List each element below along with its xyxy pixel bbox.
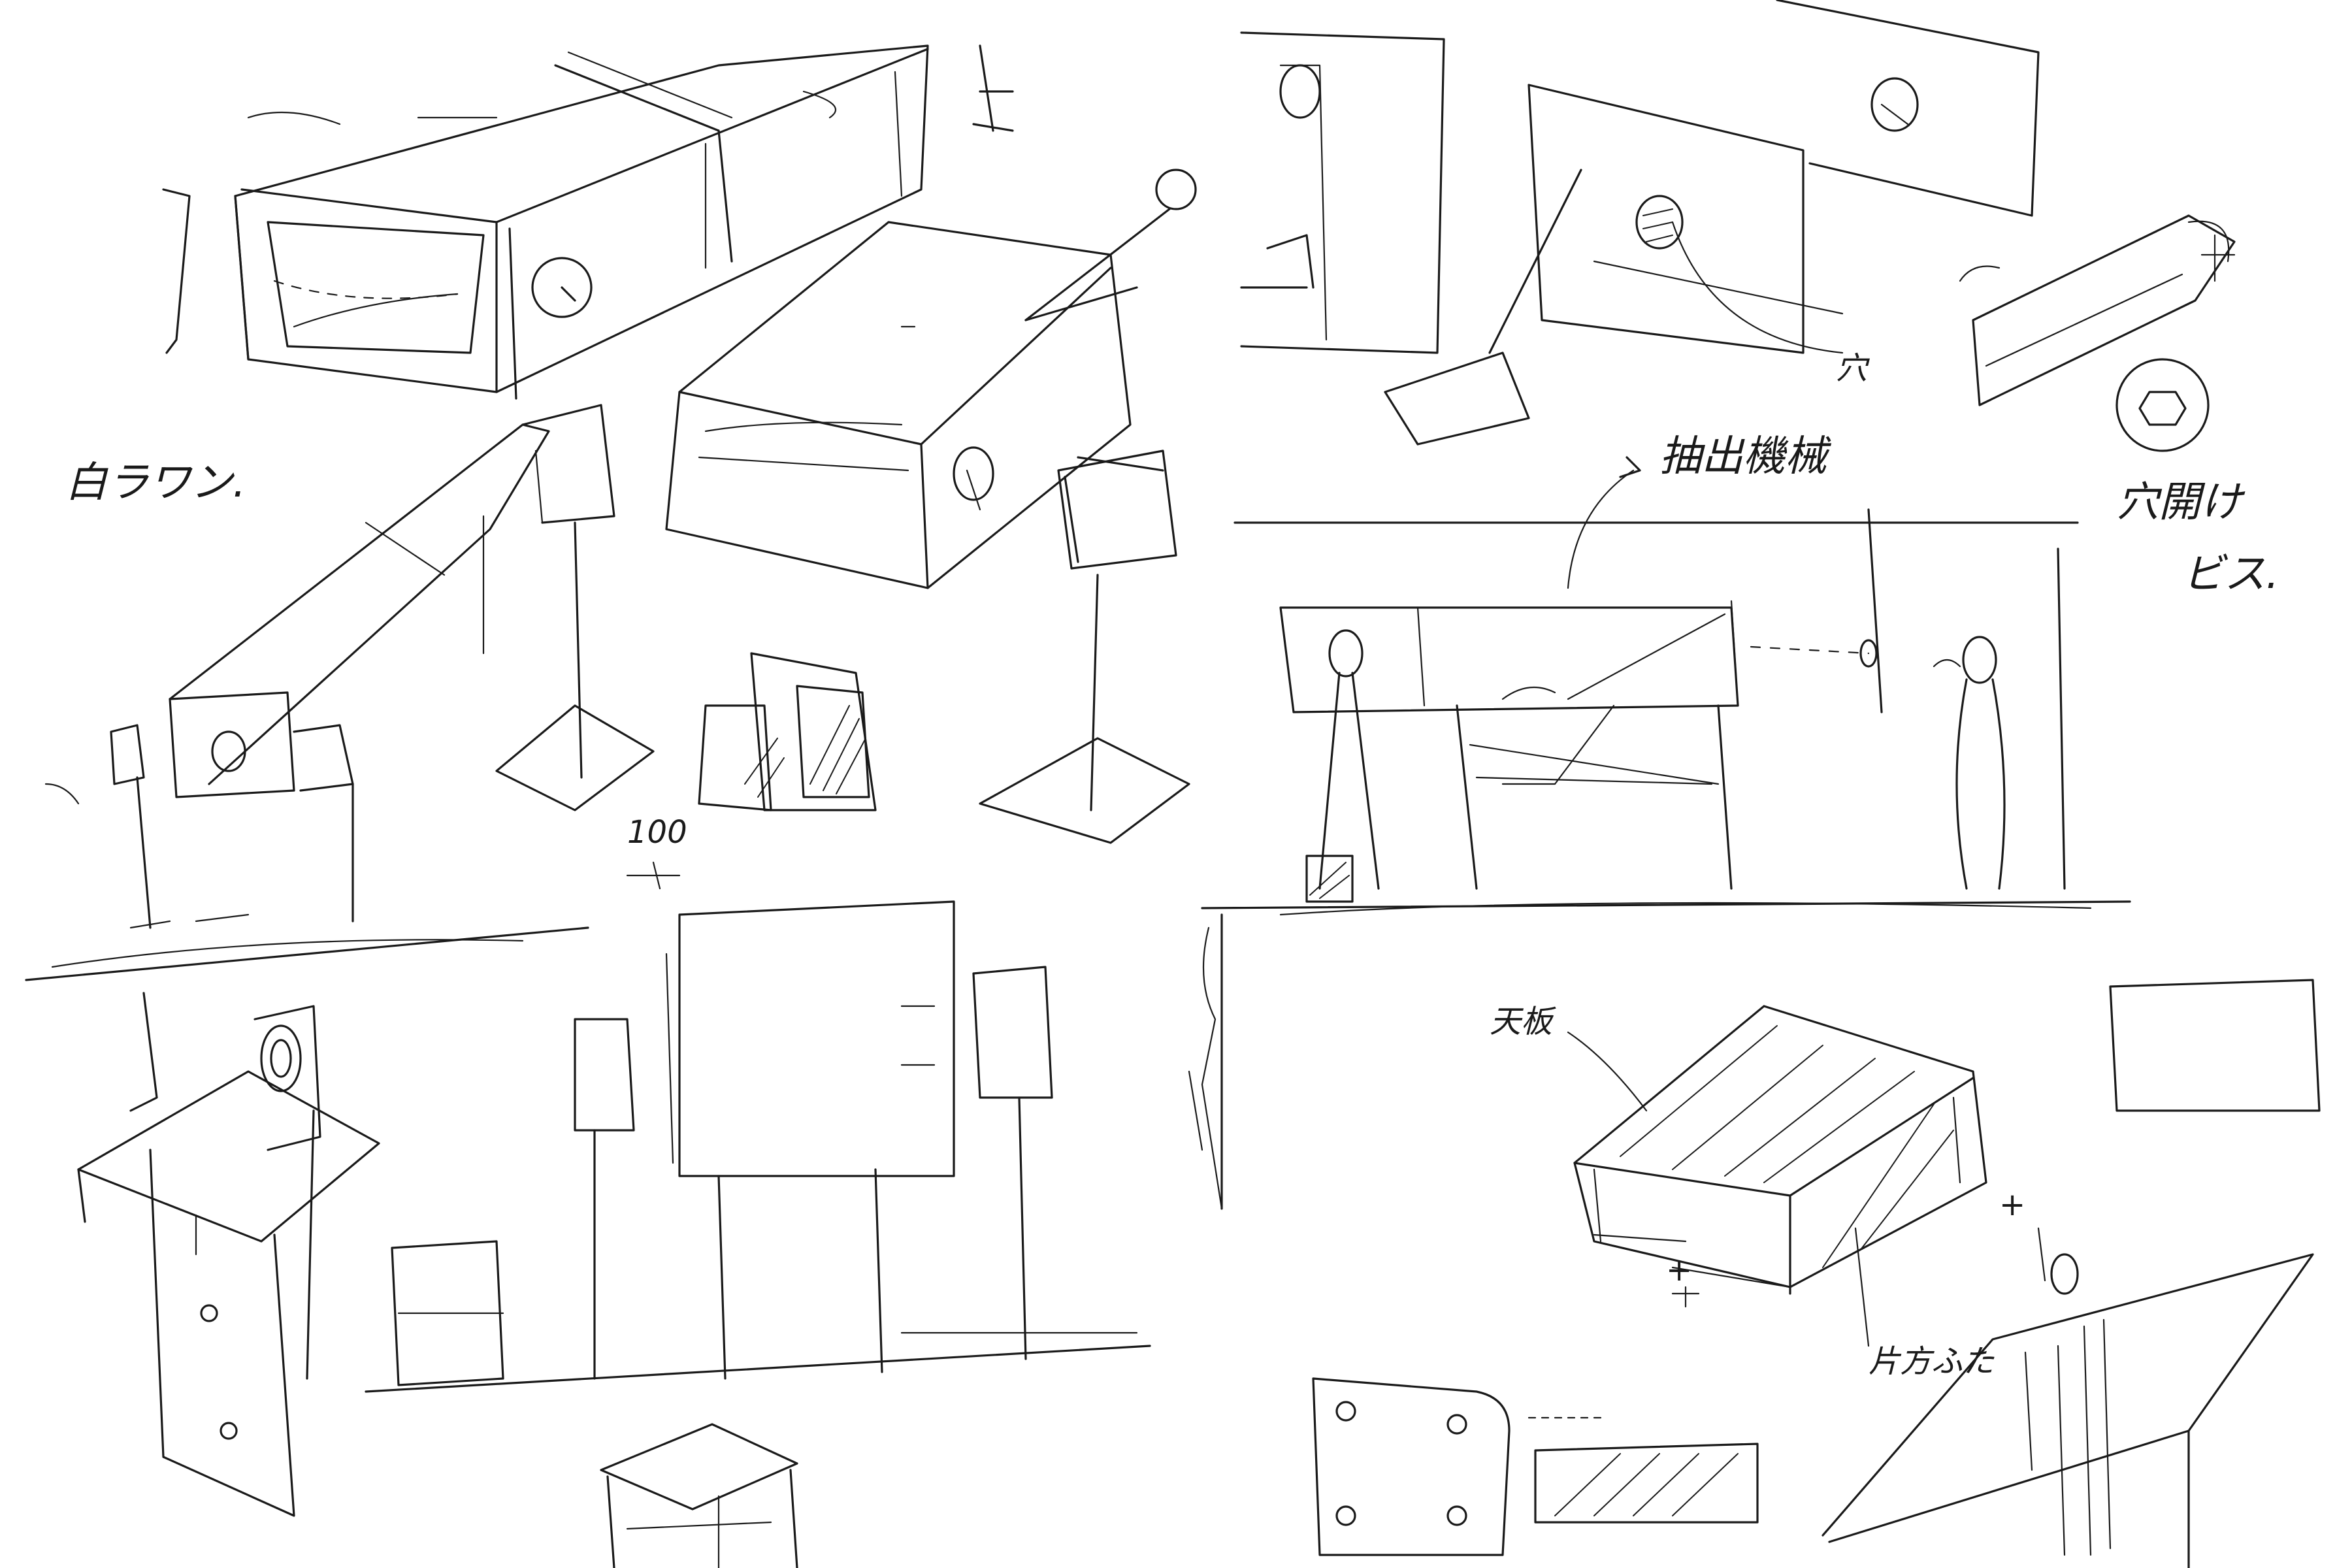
- card-detail-sketch: [1312, 1377, 1759, 1556]
- dimension-label: 100: [627, 814, 687, 851]
- long-box-sketch: [162, 44, 1014, 400]
- ana-label: 穴: [1836, 350, 1870, 387]
- extraction-label: 抽出機械: [1659, 433, 1832, 481]
- figure-outline-sketch: [1188, 913, 1223, 1210]
- hole-note-line2: ビス.: [2182, 550, 2279, 598]
- right-panel-sketch: [1821, 979, 2321, 1568]
- wall-detail-sketch: 穴: [1240, 0, 2040, 446]
- left-note: 白ラワン.: [65, 459, 246, 507]
- extraction-machine-sketch: 抽出機械: [1201, 433, 2131, 916]
- plus-mark-2: +: [1666, 1252, 1692, 1288]
- small-table-sketch: [600, 1423, 798, 1568]
- ground-line-left: [25, 913, 589, 981]
- tube-stand-sketch: [44, 404, 655, 929]
- drawer-box-sketch: 天板 片方ふた: [1490, 1004, 1995, 1380]
- panel-board-sketch: 100: [365, 814, 1151, 1393]
- small-cube-sketch: [698, 652, 877, 811]
- speaker-box-sketch: [665, 169, 1197, 844]
- hole-note-line1: 穴開け: [2117, 478, 2246, 527]
- screw-detail-sketch: [1959, 214, 2236, 452]
- top-label: 天板: [1490, 1004, 1556, 1040]
- side-label: 片方ふた: [1869, 1343, 1995, 1380]
- lectern-sketch: [77, 992, 380, 1517]
- plus-mark-1: +: [1999, 1186, 2025, 1223]
